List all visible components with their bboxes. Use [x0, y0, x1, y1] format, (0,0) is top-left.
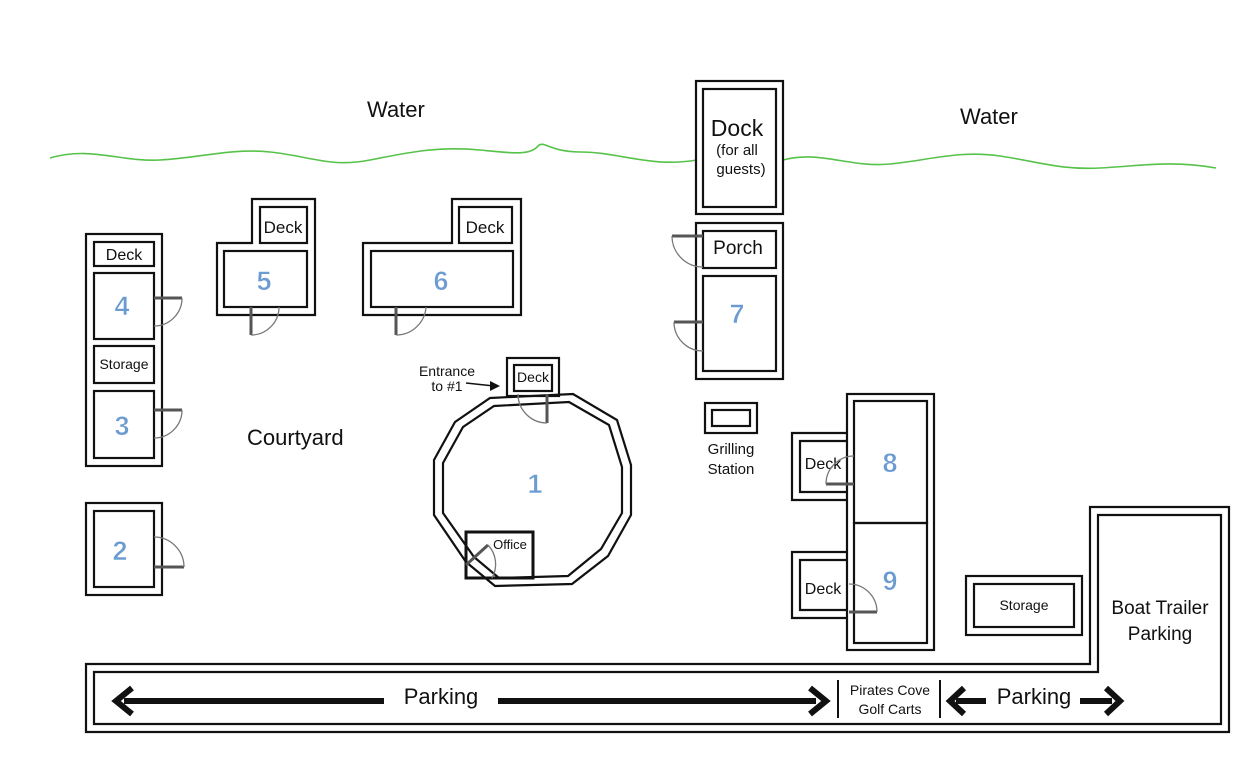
building-units-3-4: Deck 4 Storage 3: [84, 232, 183, 468]
water-label-left: Water: [367, 97, 425, 122]
storage-label-left: Storage: [99, 356, 148, 372]
unit-number-5: 5: [256, 266, 271, 296]
dock-label: Dock: [711, 115, 764, 141]
grilling-label-line-2: Station: [708, 461, 755, 478]
storage-building-right: Storage: [964, 574, 1084, 637]
unit-number-6: 6: [433, 266, 448, 296]
golf-carts-label-line-2: Golf Carts: [858, 701, 921, 717]
shoreline: [49, 143, 1217, 170]
entrance-label-line-2: to #1: [431, 378, 462, 394]
unit-number-8: 8: [882, 448, 897, 478]
building-unit-2: 2: [84, 501, 185, 597]
parking-arrow-right: [945, 685, 1125, 717]
porch: [701, 229, 778, 270]
deck-label-unit-9: Deck: [805, 581, 842, 598]
deck-unit-1: [505, 356, 561, 398]
unit-number-9: 9: [882, 566, 897, 596]
building-unit-7: Porch 7: [671, 221, 785, 381]
deck-unit-4: [92, 240, 156, 268]
dock-note-line-2: guests): [716, 161, 765, 178]
deck-label-unit-5: Deck: [264, 218, 303, 237]
unit-number-1: 1: [527, 469, 542, 499]
entrance-label-line-1: Entrance: [419, 363, 475, 379]
parking-label-main: Parking: [404, 684, 479, 709]
unit-number-3: 3: [114, 411, 129, 441]
boat-trailer-label-line-2: Parking: [1128, 624, 1192, 645]
building-unit-6: Deck 6: [361, 197, 523, 336]
deck-unit-6: [457, 205, 514, 245]
unit-number-2: 2: [112, 536, 127, 566]
building-unit-5: Deck 5: [215, 197, 317, 336]
entrance-arrow: [465, 381, 500, 391]
deck-unit-5: [258, 205, 309, 245]
grilling-label-line-1: Grilling: [708, 441, 755, 458]
courtyard-label: Courtyard: [247, 425, 344, 450]
boat-trailer-label-line-1: Boat Trailer: [1111, 598, 1209, 619]
deck-label-unit-6: Deck: [466, 218, 505, 237]
building-units-8-9: 8 9 Deck Deck: [790, 392, 936, 652]
deck-label-unit-1: Deck: [517, 369, 550, 385]
golf-carts-label-line-1: Pirates Cove: [850, 682, 930, 698]
parking-arrow-left: [111, 685, 831, 717]
deck-label-unit-4: Deck: [106, 247, 143, 264]
dock-note-line-1: (for all: [716, 142, 758, 159]
dock: Dock (for all guests): [694, 79, 785, 216]
parking-area: [84, 505, 1231, 734]
office-room: [464, 530, 535, 580]
office-label: Office: [493, 537, 527, 552]
water-label-right: Water: [960, 104, 1018, 129]
grilling-station: Grilling Station: [703, 401, 759, 478]
deck-label-unit-8: Deck: [805, 456, 842, 473]
parking-label-right: Parking: [997, 684, 1072, 709]
building-unit-1: Deck 1 Office: [432, 356, 633, 588]
storage-room: [92, 344, 156, 385]
unit-number-7: 7: [729, 299, 744, 329]
unit-number-4: 4: [114, 291, 129, 321]
porch-label: Porch: [713, 238, 763, 259]
storage-label-right: Storage: [999, 597, 1048, 613]
